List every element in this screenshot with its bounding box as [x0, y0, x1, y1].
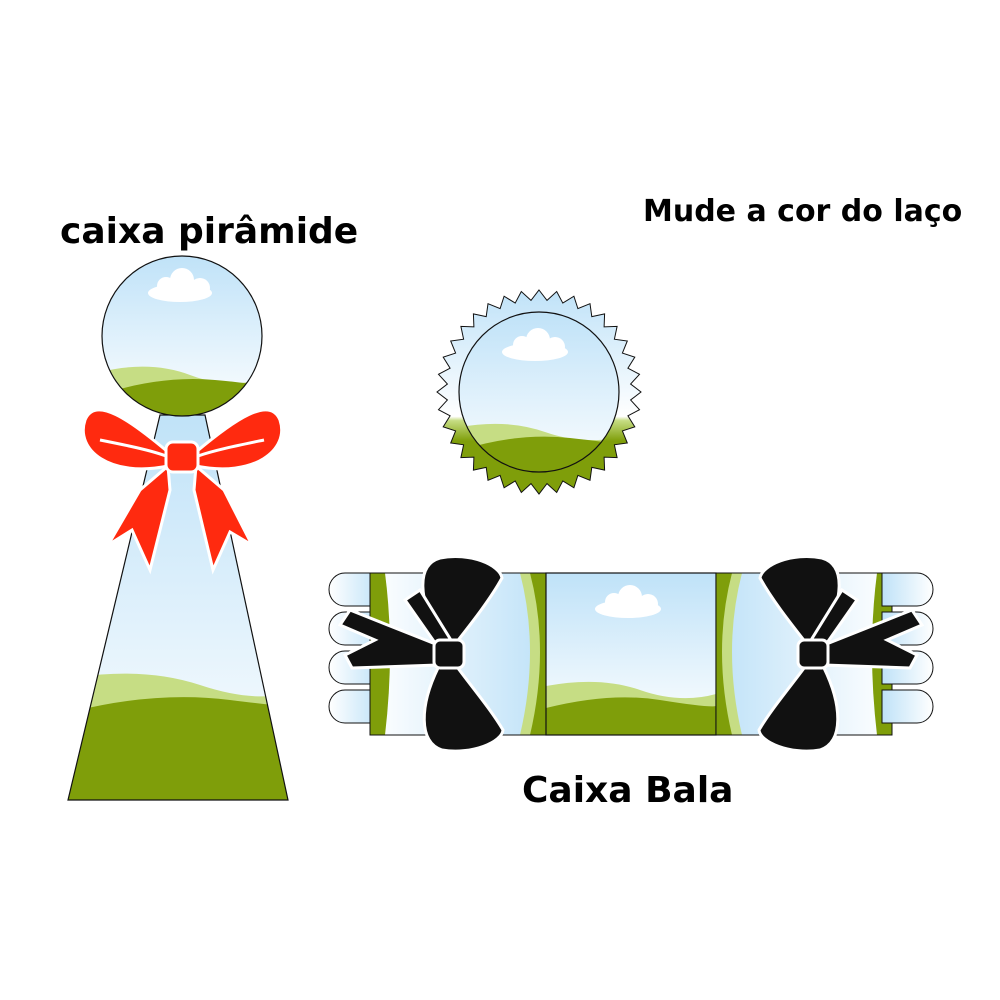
change-bow-color-label: Mude a cor do laço [643, 194, 963, 229]
candy-center-panel [546, 573, 716, 735]
pyramid-bow-highlights [99, 438, 265, 458]
round-lid [436, 289, 642, 495]
cloud-icon [502, 328, 568, 361]
candy-left-bow [337, 555, 505, 753]
candy-box-label: Caixa Bala [522, 770, 734, 811]
cloud-icon [595, 585, 661, 618]
pyramid-box-label: caixa pirâmide [60, 211, 359, 252]
pyramid-top-circle [102, 256, 262, 416]
cloud-icon [148, 268, 212, 302]
pyramid-box [67, 255, 289, 801]
pyramid-bow [81, 408, 284, 575]
candy-box [328, 555, 934, 753]
candy-right-bow [757, 555, 925, 753]
